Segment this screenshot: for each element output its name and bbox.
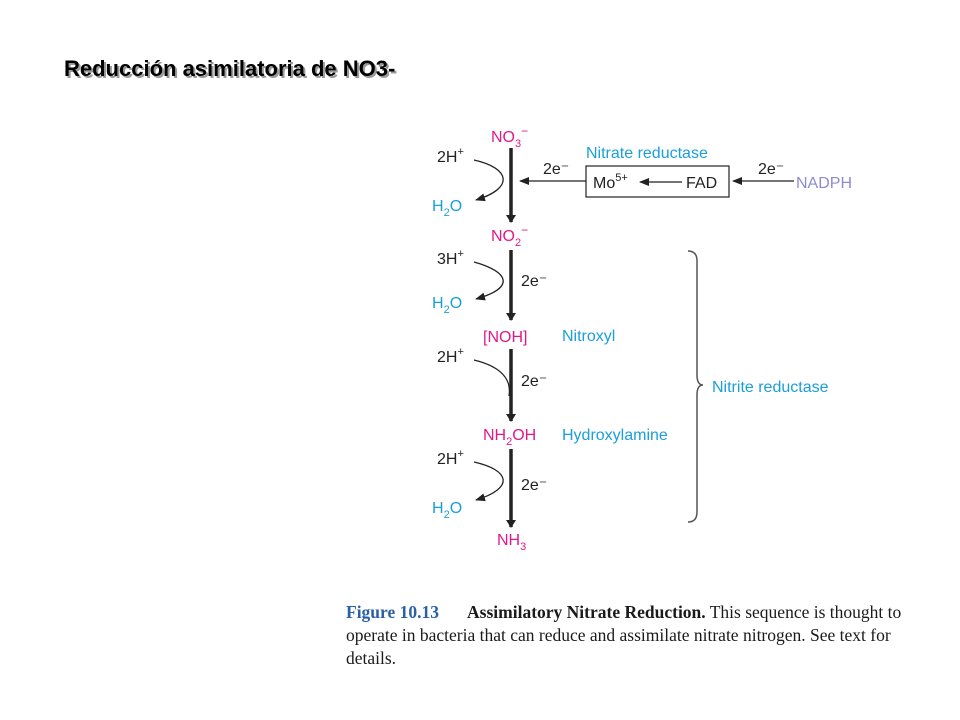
nitrate-reductase-complex: Nitrate reductase Mo5+ FAD 2e⁻ 2e⁻ NADPH [519, 145, 852, 198]
step2-water: H2O [432, 295, 462, 316]
step1-water: H2O [432, 198, 462, 219]
label-hydroxylamine: Hydroxylamine [562, 427, 668, 444]
step1-protons: 2H+ [437, 146, 464, 166]
fad-cofactor: FAD [686, 175, 717, 192]
nitrite-reductase-group: Nitrite reductase [687, 250, 829, 523]
figure-number: Figure 10.13 [346, 602, 440, 622]
electrons-to-nitrate: 2e⁻ [543, 161, 569, 178]
compound-nitrite: NO2− [491, 223, 528, 249]
side-arrow-4 [473, 461, 504, 502]
electrons-from-nadph: 2e⁻ [758, 161, 784, 178]
label-nitroxyl: Nitroxyl [562, 328, 615, 345]
side-arrow-3 [473, 359, 511, 397]
nadph-donor: NADPH [796, 175, 852, 192]
compound-nitroxyl: [NOH] [483, 329, 527, 346]
side-arrows [473, 159, 511, 502]
step4-protons: 2H+ [437, 448, 464, 468]
step4-electrons: 2e⁻ [521, 477, 547, 494]
label-nitrite-reductase: Nitrite reductase [712, 379, 829, 396]
label-nitrate-reductase: Nitrate reductase [586, 145, 708, 162]
step4-water: H2O [432, 500, 462, 521]
compound-ammonia: NH3 [497, 532, 526, 553]
compound-nitrate: NO3− [491, 124, 528, 150]
slide-title: Reducción asimilatoria de NO3- [64, 56, 396, 81]
side-arrow-1 [473, 159, 504, 202]
step3-electrons: 2e⁻ [521, 373, 547, 390]
figure-title: Assimilatory Nitrate Reduction. [467, 602, 706, 622]
side-arrow-2 [473, 261, 504, 301]
step2-electrons: 2e⁻ [521, 273, 547, 290]
figure-description: This sequence is thought to operate in b… [346, 602, 902, 668]
step2-protons: 3H+ [437, 248, 464, 268]
compound-hydroxylamine: NH2OH [483, 427, 536, 448]
figure-caption: Figure 10.13 Assimilatory Nitrate Reducti… [346, 601, 936, 670]
step3-protons: 2H+ [437, 346, 464, 366]
nitrite-reductase-bracket [687, 250, 704, 523]
molybdenum-cofactor: Mo5+ [593, 172, 628, 192]
